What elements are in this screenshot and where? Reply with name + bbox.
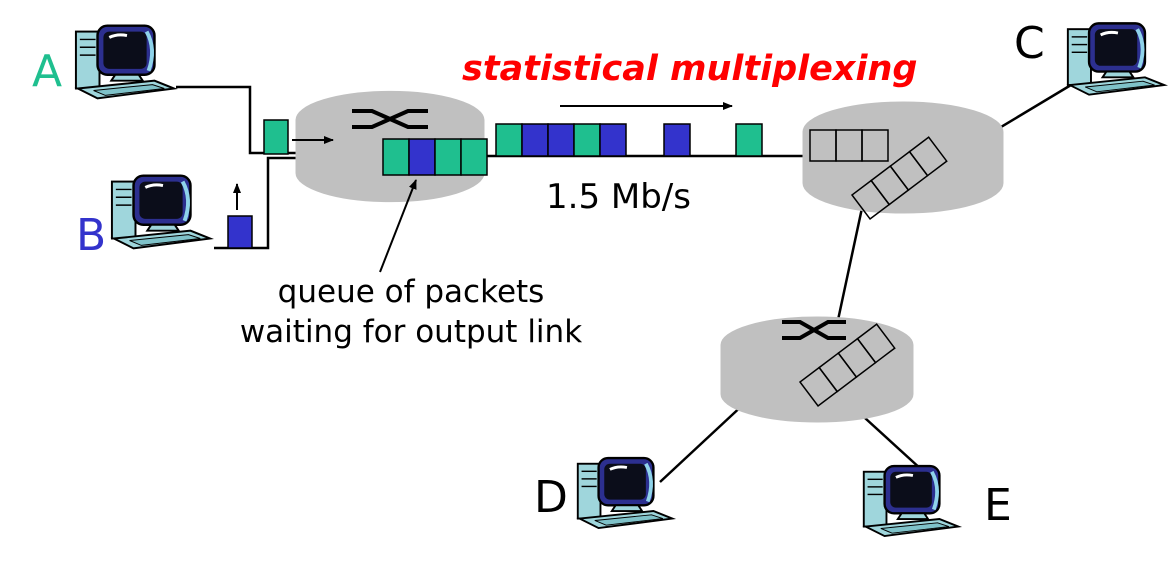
desktop-computer-icon <box>1065 21 1167 97</box>
desktop-computer-icon <box>76 26 174 99</box>
router-queue-down <box>798 323 896 408</box>
queue-pointer-arrow <box>379 179 417 273</box>
queued-packet-a <box>382 138 410 176</box>
link-b-router <box>214 156 296 250</box>
link-c-router <box>995 80 1077 132</box>
queued-packet-a <box>460 138 488 176</box>
link-packet-a <box>573 123 601 157</box>
queued-packet-b <box>408 138 436 176</box>
link-d-router <box>659 401 747 483</box>
link-packet-b <box>547 123 575 157</box>
link-packet-a <box>495 123 523 157</box>
router-3 <box>720 316 914 423</box>
link-packet-b <box>521 123 549 157</box>
host-label-c: C <box>1014 18 1045 69</box>
packet-a <box>263 119 289 155</box>
queued-packet-a <box>434 138 462 176</box>
desktop-computer-icon <box>112 176 210 249</box>
router-queue-down <box>850 136 948 221</box>
host-label-b: B <box>76 210 107 261</box>
router-queue-right <box>809 129 889 162</box>
link-rate-label: 1.5 Mb/s <box>546 177 691 217</box>
link-router-router-down <box>836 207 864 321</box>
desktop-computer-icon <box>575 456 675 531</box>
link-packet-a <box>735 123 763 157</box>
link-packet-b <box>599 123 627 157</box>
host-label-d: D <box>534 472 568 523</box>
router-2 <box>802 101 1004 221</box>
desktop-computer-icon <box>861 464 961 539</box>
diagram-title: statistical multiplexing <box>462 49 918 89</box>
link-packet-stream <box>495 123 763 157</box>
router-1 <box>295 90 488 203</box>
router-output-queue <box>382 138 488 176</box>
host-label-e: E <box>984 480 1012 531</box>
link-packet-b <box>663 123 691 157</box>
host-label-a: A <box>32 46 63 97</box>
queue-annotation: queue of packets waiting for output link <box>239 274 583 350</box>
packet-b <box>227 215 253 249</box>
